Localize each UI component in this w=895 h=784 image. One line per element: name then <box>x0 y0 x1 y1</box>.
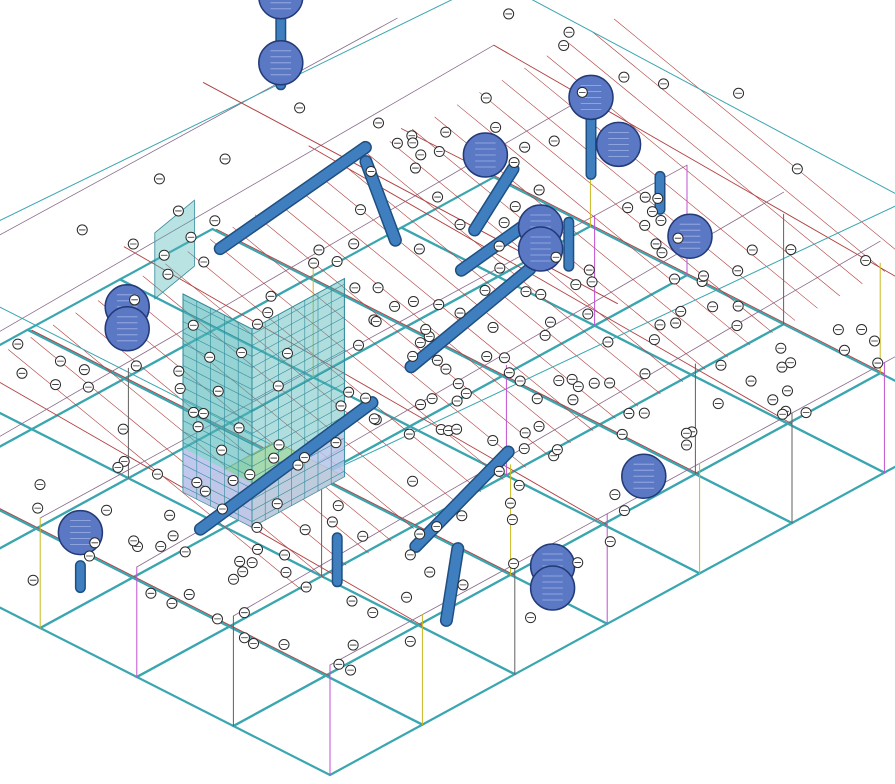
tower-grid-line[interactable] <box>251 283 345 335</box>
roof-brace <box>524 67 818 309</box>
floor-cell <box>596 373 791 476</box>
tower-grid-line[interactable] <box>251 470 345 522</box>
tower-grid-line[interactable] <box>182 332 253 368</box>
pipe-member[interactable] <box>441 543 463 626</box>
floor-cell <box>134 625 329 728</box>
roof-brace <box>165 263 459 505</box>
joint-nodes[interactable] <box>12 8 884 676</box>
tower-grid-line[interactable] <box>182 453 253 489</box>
tower-grid-line[interactable] <box>251 459 345 511</box>
tower-grid-line[interactable] <box>251 360 345 412</box>
pipe-member[interactable] <box>469 164 518 235</box>
tower-grid-line[interactable] <box>182 343 253 379</box>
floor-cell <box>226 574 421 677</box>
tower-grid-line[interactable] <box>251 393 345 445</box>
floor-cell <box>37 576 232 679</box>
tower-grid-line[interactable] <box>182 486 253 522</box>
roof-brace <box>120 288 414 529</box>
roof-rafter <box>123 246 608 526</box>
roof-brace <box>456 104 751 346</box>
tower-grid-line[interactable] <box>251 448 345 500</box>
roof-purlin <box>39 164 688 519</box>
floor-cell <box>0 509 39 550</box>
tower-grid-line[interactable] <box>182 310 253 346</box>
tower-grid-line[interactable] <box>251 382 345 434</box>
roof-brace <box>277 202 571 444</box>
roof-brace <box>591 31 885 272</box>
roof-rafter <box>308 145 793 425</box>
roof-ridge <box>202 82 618 305</box>
tower-grid-line[interactable] <box>251 404 345 456</box>
pipe-member[interactable] <box>215 142 371 254</box>
roof-brace <box>187 251 482 492</box>
roof-outline <box>0 0 895 474</box>
tower-grid-line[interactable] <box>182 299 253 335</box>
tower-grid-line[interactable] <box>251 415 345 467</box>
floor-grid <box>0 175 895 777</box>
pipe-member[interactable] <box>410 447 514 552</box>
roof-brace <box>569 43 863 284</box>
sphere-marker[interactable] <box>258 0 304 20</box>
roof-purlin <box>0 44 495 332</box>
floor-cell <box>504 423 698 526</box>
pipe-member[interactable] <box>406 264 535 372</box>
floor-cell <box>693 422 887 525</box>
floor-cell <box>592 273 786 376</box>
tower-grid-line[interactable] <box>251 338 345 390</box>
sphere-markers[interactable] <box>57 0 713 611</box>
floor-cell <box>0 411 35 448</box>
tower-grid-line[interactable] <box>251 327 345 379</box>
roof-brace <box>299 190 594 431</box>
floor-cell <box>231 674 425 777</box>
tower-grid-line[interactable] <box>182 442 253 478</box>
roof-brace <box>613 18 895 250</box>
tower-grid-line[interactable] <box>251 294 345 346</box>
tower-grid-line[interactable] <box>182 387 253 423</box>
roof-brace <box>210 239 504 480</box>
tower-grid-line[interactable] <box>251 316 345 368</box>
tower-grid-line[interactable] <box>182 365 253 401</box>
roof-brace <box>232 226 526 468</box>
tower-grid-line[interactable] <box>251 371 345 423</box>
roof-brace <box>254 214 549 456</box>
tower-grid-line[interactable] <box>251 349 345 401</box>
floor-cell <box>785 371 895 474</box>
tower-grid-line[interactable] <box>251 305 345 357</box>
tower-grid-line[interactable] <box>182 354 253 390</box>
roof-brace <box>344 165 639 407</box>
roof-brace <box>322 177 616 419</box>
roof-brace <box>30 337 324 578</box>
pipe-member[interactable] <box>195 397 377 535</box>
